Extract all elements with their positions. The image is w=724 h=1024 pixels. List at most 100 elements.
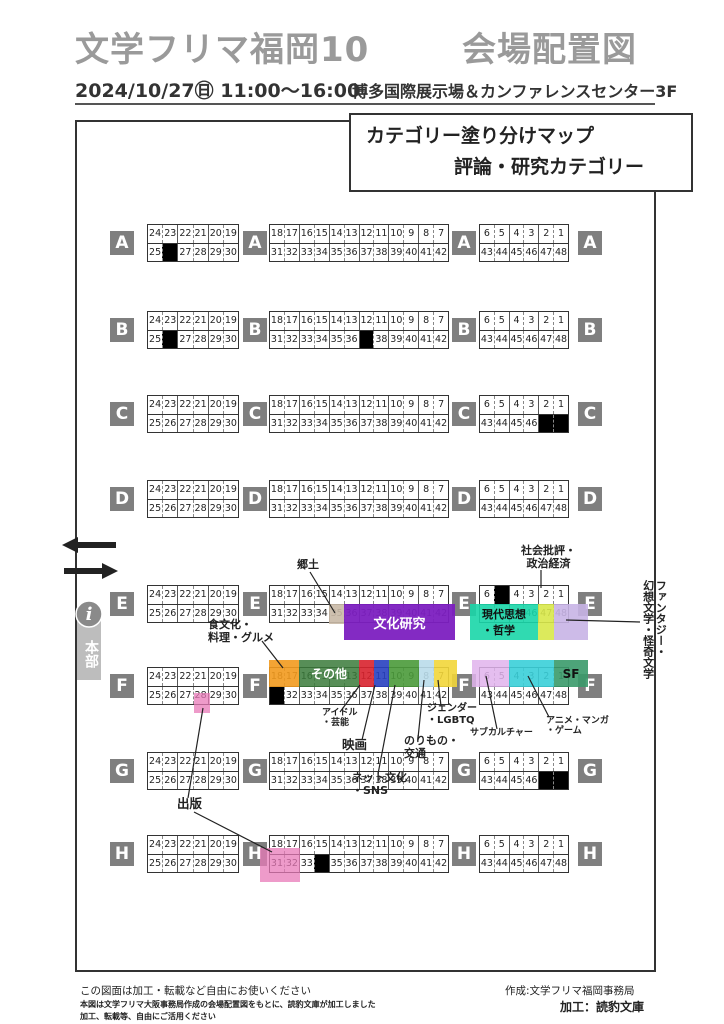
booth-cell[interactable]: 48: [553, 414, 568, 432]
booth-cell[interactable]: 39: [388, 330, 403, 348]
booth-cell[interactable]: 25: [149, 502, 162, 514]
booth-cell[interactable]: 47: [538, 771, 554, 789]
booth-cell[interactable]: 43: [480, 689, 493, 701]
booth-cell[interactable]: 38: [373, 499, 388, 517]
booth-cell[interactable]: 4: [508, 481, 524, 499]
booth-cell[interactable]: 21: [192, 836, 208, 854]
booth-cell[interactable]: 46: [523, 330, 538, 348]
booth-cell[interactable]: 21: [192, 312, 208, 330]
booth-cell[interactable]: 16: [298, 586, 314, 604]
booth-cell[interactable]: 43: [480, 857, 493, 869]
booth-cell[interactable]: 11: [373, 586, 388, 604]
booth-cell[interactable]: 2: [538, 396, 553, 414]
booth-cell[interactable]: 31: [270, 502, 283, 514]
booth-cell[interactable]: 35: [328, 854, 344, 872]
booth-cell[interactable]: 33: [298, 499, 314, 517]
booth-cell[interactable]: 4: [508, 225, 524, 243]
booth-cell[interactable]: 22: [177, 668, 192, 686]
booth-cell[interactable]: 18: [270, 589, 283, 600]
booth-cell[interactable]: 35: [328, 686, 344, 704]
booth-cell[interactable]: 5: [493, 481, 509, 499]
booth-cell[interactable]: 8: [418, 225, 433, 243]
booth-cell[interactable]: 13: [343, 225, 359, 243]
booth-cell[interactable]: 14: [328, 312, 344, 330]
booth-cell[interactable]: 5: [493, 225, 509, 243]
booth-cell[interactable]: 27: [177, 243, 192, 261]
booth-cell[interactable]: 2: [538, 836, 553, 854]
booth-cell[interactable]: 3: [523, 481, 538, 499]
booth-cell[interactable]: 41: [418, 686, 433, 704]
booth-cell[interactable]: 12: [358, 396, 374, 414]
booth-cell[interactable]: 24: [149, 671, 162, 682]
booth-cell[interactable]: 17: [283, 225, 299, 243]
booth-cell[interactable]: 6: [483, 756, 490, 767]
booth-cell[interactable]: 8: [418, 312, 433, 330]
booth-cell[interactable]: 17: [283, 396, 299, 414]
booth-cell[interactable]: 36: [343, 771, 359, 789]
booth-cell[interactable]: 11: [373, 312, 388, 330]
booth-cell[interactable]: 46: [523, 243, 538, 261]
booth-cell[interactable]: 33: [298, 330, 314, 348]
booth-cell[interactable]: 41: [418, 414, 433, 432]
booth-cell[interactable]: 42: [433, 243, 448, 261]
booth-cell[interactable]: 18: [270, 484, 283, 495]
booth-cell[interactable]: 12: [358, 312, 374, 330]
booth-cell[interactable]: 16: [298, 753, 314, 771]
booth-cell[interactable]: 12: [358, 586, 374, 604]
booth-cell[interactable]: 47: [538, 414, 554, 432]
booth-cell[interactable]: 24: [149, 589, 162, 600]
booth-cell[interactable]: 12: [358, 753, 374, 771]
booth-cell[interactable]: 40: [403, 243, 418, 261]
booth-cell[interactable]: 26: [162, 330, 178, 348]
booth-cell[interactable]: 44: [493, 686, 509, 704]
booth-cell[interactable]: 47: [538, 686, 553, 704]
booth-cell[interactable]: 43: [480, 333, 493, 345]
booth-cell[interactable]: 30: [222, 243, 238, 261]
booth-cell[interactable]: 29: [207, 604, 223, 622]
booth-cell[interactable]: 27: [177, 771, 192, 789]
booth-cell[interactable]: 16: [298, 225, 314, 243]
booth-cell[interactable]: 44: [493, 414, 509, 432]
booth-cell[interactable]: 26: [162, 771, 177, 789]
booth-cell[interactable]: 39: [388, 854, 403, 872]
booth-cell[interactable]: 11: [373, 225, 388, 243]
booth-cell[interactable]: 10: [388, 836, 403, 854]
booth-cell[interactable]: 39: [388, 771, 403, 789]
booth-cell[interactable]: 38: [373, 771, 388, 789]
booth-cell[interactable]: 35: [328, 243, 344, 261]
booth-cell[interactable]: 38: [373, 243, 388, 261]
booth-cell[interactable]: 6: [483, 484, 490, 495]
booth-cell[interactable]: 21: [192, 481, 208, 499]
booth-cell[interactable]: 23: [162, 586, 177, 604]
booth-cell[interactable]: 32: [283, 604, 299, 622]
booth-cell[interactable]: 27: [177, 330, 192, 348]
booth-cell[interactable]: 15: [313, 312, 329, 330]
booth-cell[interactable]: 44: [493, 243, 509, 261]
booth-cell[interactable]: 45: [508, 330, 524, 348]
booth-cell[interactable]: 7: [433, 753, 448, 771]
booth-cell[interactable]: 29: [207, 243, 223, 261]
booth-cell[interactable]: 48: [553, 854, 568, 872]
booth-cell[interactable]: 14: [328, 753, 344, 771]
booth-cell[interactable]: 23: [162, 668, 177, 686]
booth-cell[interactable]: 19: [222, 753, 238, 771]
booth-cell[interactable]: 14: [328, 836, 344, 854]
booth-cell[interactable]: 43: [480, 417, 493, 429]
booth-cell[interactable]: 46: [523, 499, 538, 517]
booth-cell[interactable]: 36: [343, 499, 359, 517]
booth-cell[interactable]: 9: [403, 836, 418, 854]
booth-cell[interactable]: 19: [222, 586, 238, 604]
booth-cell[interactable]: 26: [162, 604, 177, 622]
booth-cell[interactable]: 31: [270, 333, 283, 345]
booth-cell[interactable]: 17: [283, 481, 299, 499]
booth-cell[interactable]: 44: [493, 330, 509, 348]
booth-cell[interactable]: 48: [553, 243, 568, 261]
booth-cell[interactable]: 23: [162, 225, 177, 243]
booth-cell[interactable]: 4: [508, 836, 524, 854]
booth-cell[interactable]: 22: [177, 481, 192, 499]
booth-cell[interactable]: 5: [493, 586, 509, 604]
booth-cell[interactable]: 40: [403, 771, 418, 789]
booth-cell[interactable]: 24: [149, 756, 162, 767]
booth-cell[interactable]: 27: [177, 686, 192, 704]
booth-cell[interactable]: 42: [433, 330, 448, 348]
